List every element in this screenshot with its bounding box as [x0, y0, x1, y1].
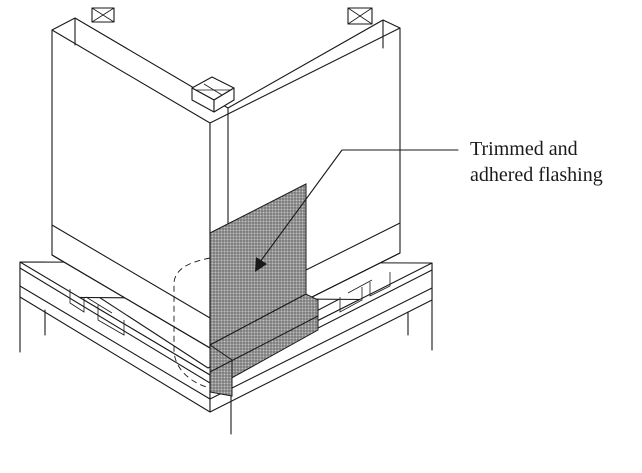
callout-leader [255, 149, 459, 272]
blocking-center [191, 76, 235, 113]
trim-dashed-outline [173, 257, 211, 389]
blocking-left [91, 7, 115, 23]
blocking-right [347, 7, 373, 25]
callout-line-2: adhered flashing [470, 164, 603, 186]
flashing-callout-label: Trimmed and adhered flashing [470, 136, 603, 188]
callout-line-1: Trimmed and [470, 138, 578, 160]
